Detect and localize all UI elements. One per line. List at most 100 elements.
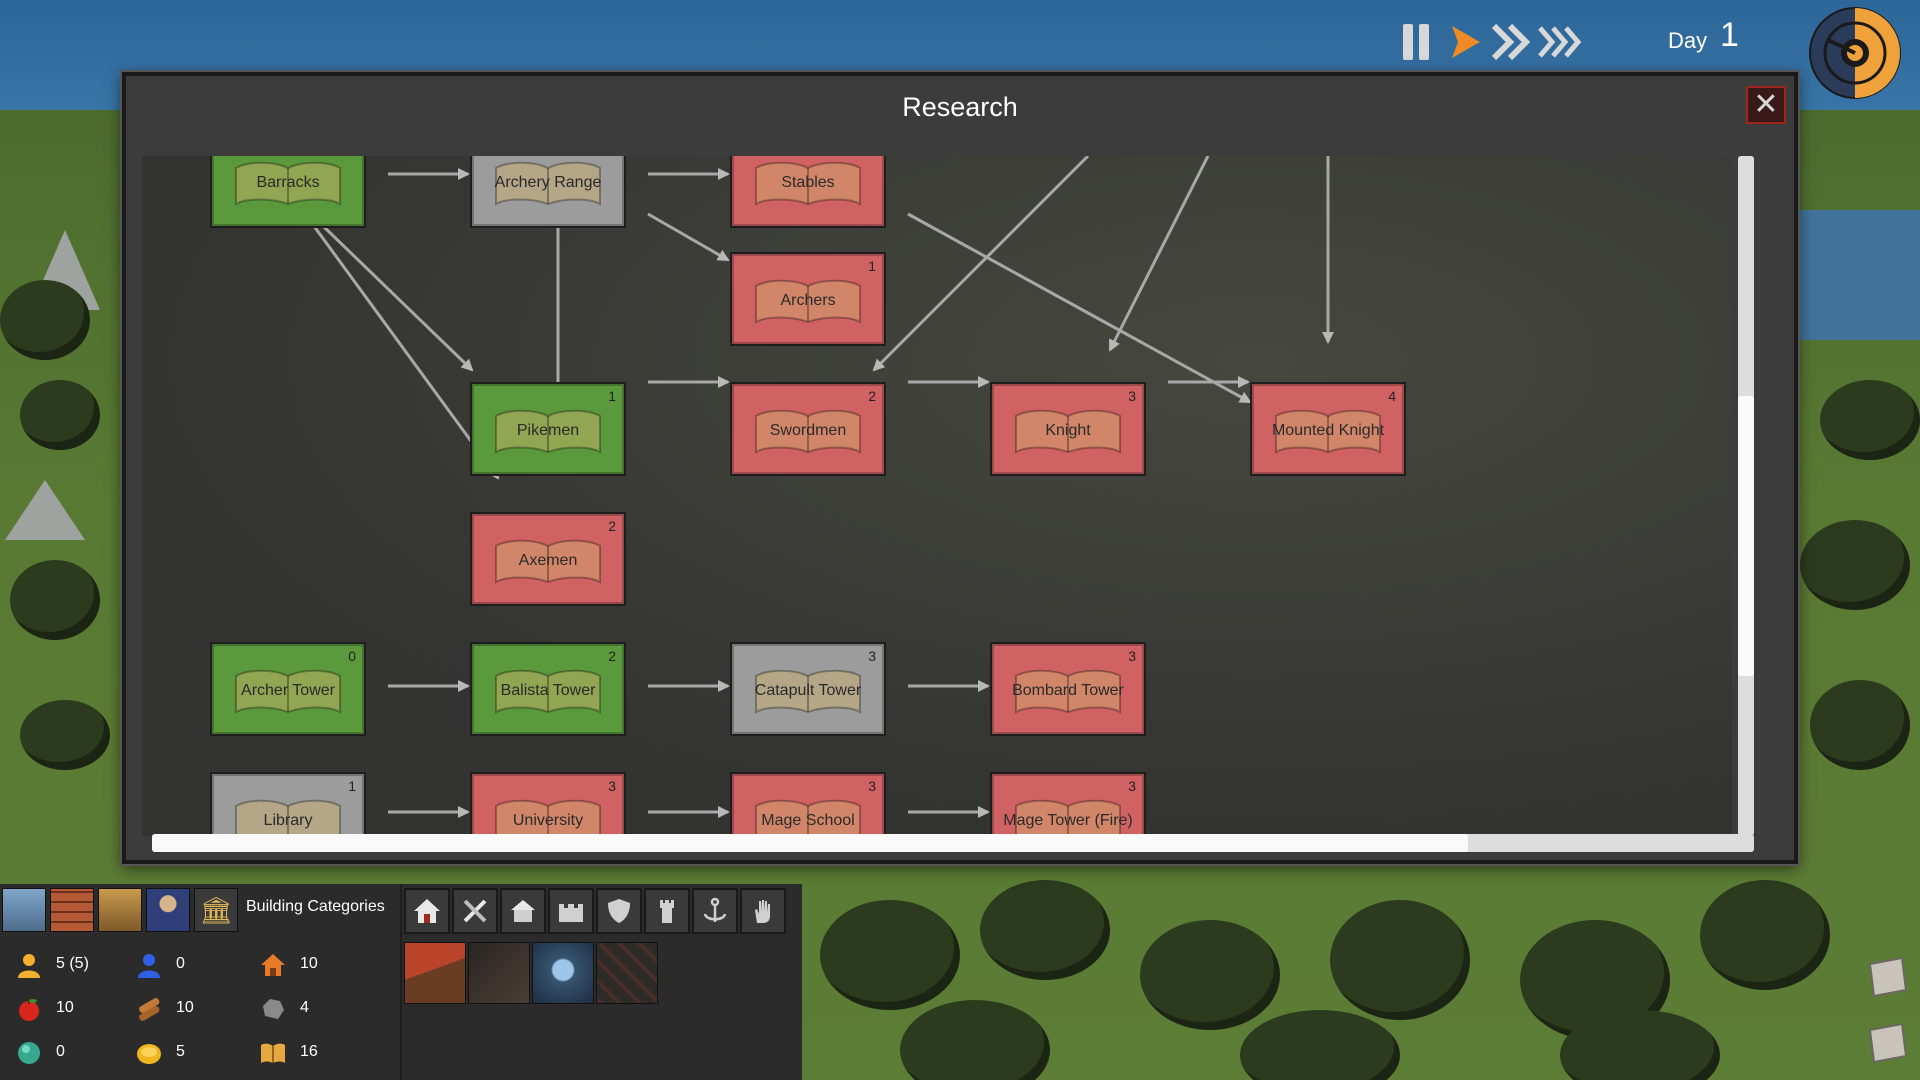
hand-build-button[interactable] [740,888,786,934]
resource-peasants: 5 (5) [16,950,136,980]
research-node-cost: 3 [1128,648,1136,664]
research-connections [290,156,1334,818]
resource-value: 4 [300,999,309,1016]
research-node-balista-tower[interactable]: Balista Tower 2 [470,642,626,736]
tree [1140,920,1280,1030]
wall-icon [559,904,583,922]
research-node-cost: 3 [608,778,616,794]
lattice-tile[interactable] [596,942,658,1004]
play-icon[interactable] [1446,20,1486,64]
research-node-label: Knight [1045,422,1091,439]
research-node-swordmen[interactable]: Swordmen 2 [730,382,886,476]
research-node-cost: 1 [608,388,616,404]
research-node-catapult-tower[interactable]: Catapult Tower 3 [730,642,886,736]
apple-icon [19,998,39,1021]
research-node-university[interactable]: University 3 [470,772,626,836]
tools-icon [463,899,487,923]
book-icon [755,409,861,454]
anchor-build-button[interactable] [692,888,738,934]
book-icon [495,539,601,584]
book-icon [755,161,861,206]
house-icon[interactable] [98,888,142,932]
day-night-clock-icon[interactable] [1808,6,1902,100]
bank-icon[interactable]: 🏛 [194,888,238,932]
research-node-archers[interactable]: Archers 1 [730,252,886,346]
research-node-mounted-knight[interactable]: Mounted Knight 4 [1250,382,1406,476]
research-node-bombard-tower[interactable]: Bombard Tower 3 [990,642,1146,736]
book-icon [235,161,341,206]
wall-build-button[interactable] [548,888,594,934]
crystal-icon [18,1042,40,1064]
shack-build-button[interactable] [500,888,546,934]
research-node-cost: 3 [1128,778,1136,794]
tree [980,880,1110,980]
close-icon: ✕ [1753,88,1779,121]
research-window: Research ✕ [122,72,1798,864]
research-node-cost: 3 [868,778,876,794]
red-house-tile[interactable] [404,942,466,1004]
shield-build-button[interactable] [596,888,642,934]
tree [1820,380,1920,460]
vertical-scroll-thumb[interactable] [1738,396,1754,676]
research-node-label: University [512,812,584,829]
dark-tent-tile[interactable] [468,942,530,1004]
book-icon [495,161,601,206]
resource-value: 16 [300,1043,318,1060]
research-node-label: Mage Tower (Fire) [1003,812,1133,829]
sea [1780,210,1920,340]
research-node-knight[interactable]: Knight 3 [990,382,1146,476]
horizontal-scrollbar[interactable] [152,834,1754,852]
stone-icon [263,999,284,1019]
pause-icon[interactable] [1400,20,1434,64]
resource-value: 10 [176,999,194,1016]
tower-build-button[interactable] [644,888,690,934]
anchor-icon [703,897,727,922]
research-node-stables[interactable]: Stables [730,156,886,228]
research-tree[interactable]: Barracks Archery Range Stables Archers 1… [142,156,1732,836]
fastest-icon[interactable] [1536,20,1586,64]
resource-value: 5 [176,1043,185,1060]
book-icon [1015,669,1121,714]
research-node-library[interactable]: Library 1 [210,772,366,836]
tools-build-button[interactable] [452,888,498,934]
book-icon [1275,409,1381,454]
tree [10,560,100,640]
horizontal-scroll-thumb[interactable] [152,834,1468,852]
close-button[interactable]: ✕ [1746,86,1786,124]
tree [20,700,110,770]
resource-wood: 10 [136,994,256,1024]
building-panel: 🏛 Building Categories 5 (5) 0 10 [0,884,802,1080]
research-node-cost: 2 [608,648,616,664]
link-barracks-axemen [290,195,500,480]
research-node-cost: 3 [868,648,876,664]
house-icon [414,899,440,923]
resource-workers: 0 [136,950,256,980]
research-node-cost: 0 [348,648,356,664]
research-node-archery-range[interactable]: Archery Range [470,156,626,228]
research-node-archer-tower[interactable]: Archer Tower 0 [210,642,366,736]
research-node-mage-school[interactable]: Mage School 3 [730,772,886,836]
bricks-icon[interactable] [50,888,94,932]
research-node-axemen[interactable]: Axemen 2 [470,512,626,606]
scroll-map-icon[interactable] [1862,952,1912,1002]
resource-value: 5 (5) [56,955,89,972]
fast-forward-icon[interactable] [1490,20,1536,64]
portal-tile[interactable] [532,942,594,1004]
day-label: Day [1668,28,1708,53]
castle-icon[interactable] [2,888,46,932]
vertical-scrollbar[interactable] [1738,156,1754,836]
research-node-label: Balista Tower [500,682,596,699]
hand-icon [755,900,770,923]
research-node-barracks[interactable]: Barracks [210,156,366,228]
research-node-mage-tower-fire[interactable]: Mage Tower (Fire) 3 [990,772,1146,836]
link-upper-knight [1108,156,1210,352]
shield-icon [608,899,630,923]
mage-icon[interactable] [146,888,190,932]
research-node-label: Pikemen [516,422,580,439]
research-node-pikemen[interactable]: Pikemen 1 [470,382,626,476]
scroll-quest-icon[interactable] [1862,1018,1912,1068]
research-node-label: Stables [781,174,835,191]
resource-food: 10 [16,994,136,1024]
resource-gold: 5 [136,1038,256,1068]
house-build-button[interactable] [404,888,450,934]
